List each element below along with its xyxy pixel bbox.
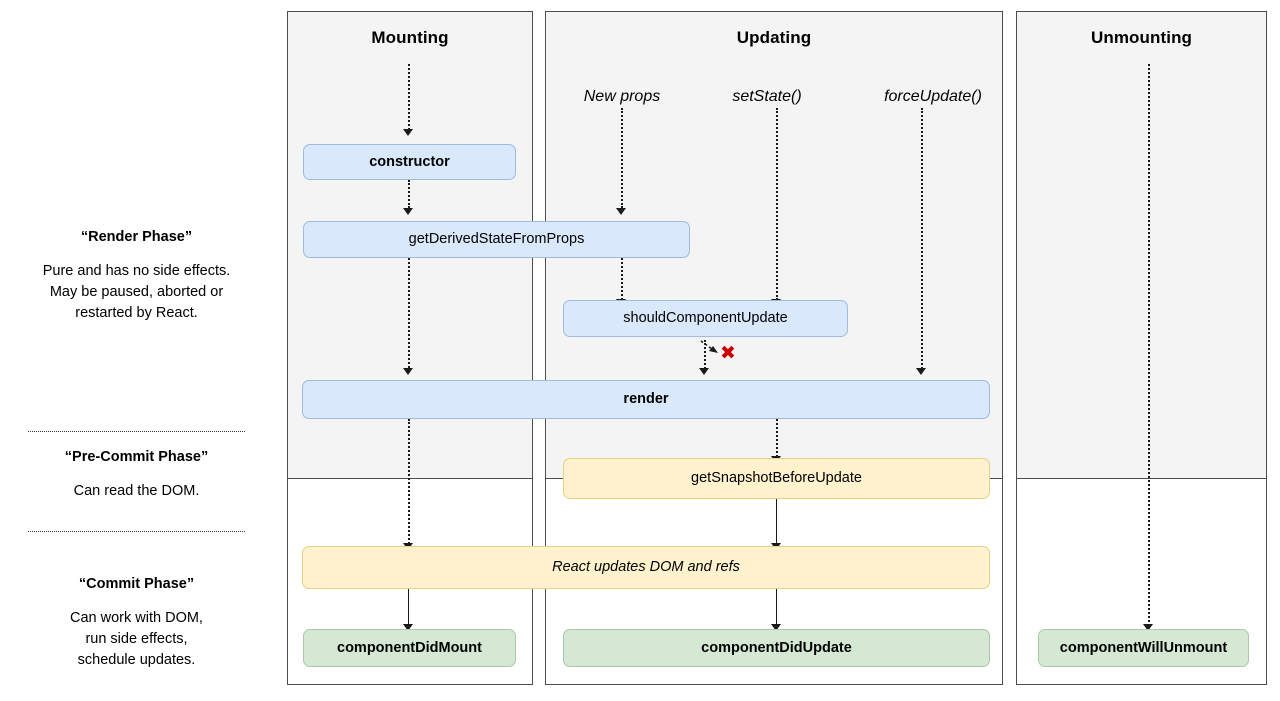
connector-constructor-to-gdsfp: [408, 180, 410, 208]
phase-legend-commit-line-2: run side effects,: [85, 631, 188, 647]
connector-dom-to-did-update-arrow: [771, 624, 781, 631]
phase-legend-render-line-1: Pure and has no side effects.: [42, 263, 231, 279]
phase-legend-render-line-3: restarted by React.: [75, 305, 198, 321]
node-render[interactable]: render: [302, 380, 990, 419]
phase-legend-render-title: “Render Phase”: [80, 229, 193, 245]
connector-snapshot-to-dom: [776, 499, 777, 544]
connector-render-to-dom-mounting: [408, 419, 410, 544]
connector-render-to-snapshot: [776, 419, 778, 457]
connector-dom-to-did-update: [776, 589, 777, 626]
connector-dom-to-did-mount: [408, 589, 409, 626]
column-mounting-title: Mounting: [371, 28, 449, 47]
phase-legend-commit-body: Can work with DOM, run side effects, sch…: [14, 608, 259, 671]
column-updating-title: Updating: [736, 28, 812, 47]
node-should-component-update[interactable]: shouldComponentUpdate: [563, 300, 848, 337]
node-get-snapshot-before-update[interactable]: getSnapshotBeforeUpdate: [563, 458, 990, 499]
connector-new-props-to-gdsfp-arrow: [616, 208, 626, 215]
phase-legend-commit-line-1: Can work with DOM,: [70, 610, 203, 626]
node-component-did-update[interactable]: componentDidUpdate: [563, 629, 990, 667]
connector-force-update-to-render: [921, 108, 923, 369]
column-unmounting-title: Unmounting: [1090, 28, 1193, 47]
connector-constructor-to-gdsfp-arrow: [403, 208, 413, 215]
node-component-did-mount[interactable]: componentDidMount: [303, 629, 516, 667]
phase-legend-render: “Render Phase” Pure and has no side effe…: [14, 229, 259, 324]
skip-render-x-icon: ✖: [720, 342, 736, 364]
connector-mounting-entry: [408, 64, 410, 130]
connector-scu-to-render-arrow: [699, 368, 709, 375]
node-get-derived-state-from-props[interactable]: getDerivedStateFromProps: [303, 221, 690, 258]
legend-divider-top: [28, 431, 245, 432]
column-unmounting-render-region: [1016, 11, 1267, 479]
trigger-force-update: forceUpdate(): [884, 88, 982, 105]
phase-legend-pre-commit: “Pre-Commit Phase” Can read the DOM.: [14, 449, 259, 502]
connector-scu-to-render: [704, 340, 706, 369]
connector-mounting-entry-arrow: [403, 129, 413, 136]
connector-gdsfp-to-render: [408, 258, 410, 368]
node-constructor[interactable]: constructor: [303, 144, 516, 180]
connector-set-state-to-scu: [776, 108, 778, 300]
phase-legend-render-body: Pure and has no side effects. May be pau…: [14, 261, 259, 324]
connector-gdsfp-to-render-arrow: [403, 368, 413, 375]
legend-divider-bottom: [28, 531, 245, 532]
phase-legend-commit-title: “Commit Phase”: [78, 576, 195, 592]
connector-unmounting-entry-arrow: [1143, 624, 1153, 631]
node-component-will-unmount[interactable]: componentWillUnmount: [1038, 629, 1249, 667]
trigger-set-state: setState(): [732, 88, 802, 105]
phase-legend-commit-line-3: schedule updates.: [77, 652, 196, 668]
trigger-new-props: New props: [583, 88, 661, 105]
connector-dom-to-did-mount-arrow: [403, 624, 413, 631]
connector-gdsfp-to-scu: [621, 258, 623, 300]
node-react-updates-dom-and-refs[interactable]: React updates DOM and refs: [302, 546, 990, 589]
connector-unmounting-entry: [1148, 64, 1150, 626]
phase-legend-pre-commit-title: “Pre-Commit Phase”: [64, 449, 209, 465]
phase-legend-commit: “Commit Phase” Can work with DOM, run si…: [14, 576, 259, 671]
connector-new-props-to-gdsfp: [621, 108, 623, 208]
phase-legend-pre-commit-body: Can read the DOM.: [14, 481, 259, 502]
phase-legend-render-line-2: May be paused, aborted or: [49, 284, 224, 300]
phase-legend-pre-commit-line-1: Can read the DOM.: [73, 483, 200, 499]
connector-force-update-to-render-arrow: [916, 368, 926, 375]
